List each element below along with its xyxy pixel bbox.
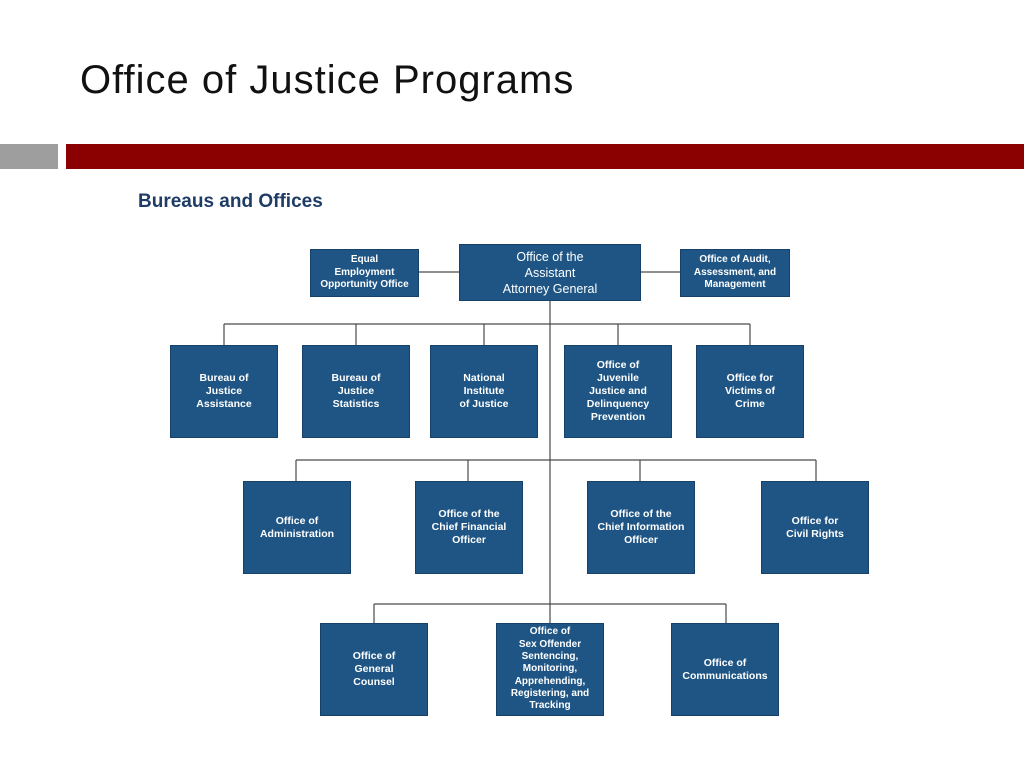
org-box-office-of-juvenile-justice-and-delinquency-prevention: Office of Juvenile Justice and Delinquen… (564, 345, 672, 438)
org-box-office-of-sex-offender-smart: Office of Sex Offender Sentencing, Monit… (496, 623, 604, 716)
org-box-national-institute-of-justice: National Institute of Justice (430, 345, 538, 438)
org-box-office-of-administration: Office of Administration (243, 481, 351, 574)
org-box-office-of-general-counsel: Office of General Counsel (320, 623, 428, 716)
section-heading: Bureaus and Offices (138, 191, 323, 212)
org-box-bureau-of-justice-assistance: Bureau of Justice Assistance (170, 345, 278, 438)
org-box-office-for-civil-rights: Office for Civil Rights (761, 481, 869, 574)
org-box-office-of-the-assistant-attorney-general: Office of the Assistant Attorney General (459, 244, 641, 301)
org-box-equal-employment-opportunity-office: Equal Employment Opportunity Office (310, 249, 419, 297)
org-box-office-of-audit-assessment-management: Office of Audit, Assessment, and Managem… (680, 249, 790, 297)
org-box-office-of-the-chief-financial-officer: Office of the Chief Financial Officer (415, 481, 523, 574)
org-box-bureau-of-justice-statistics: Bureau of Justice Statistics (302, 345, 410, 438)
decorative-red-bar (66, 144, 1024, 169)
slide-title: Office of Justice Programs (80, 58, 575, 102)
decorative-gray-bar (0, 144, 58, 169)
org-box-office-for-victims-of-crime: Office for Victims of Crime (696, 345, 804, 438)
org-box-office-of-communications: Office of Communications (671, 623, 779, 716)
org-box-office-of-the-chief-information-officer: Office of the Chief Information Officer (587, 481, 695, 574)
